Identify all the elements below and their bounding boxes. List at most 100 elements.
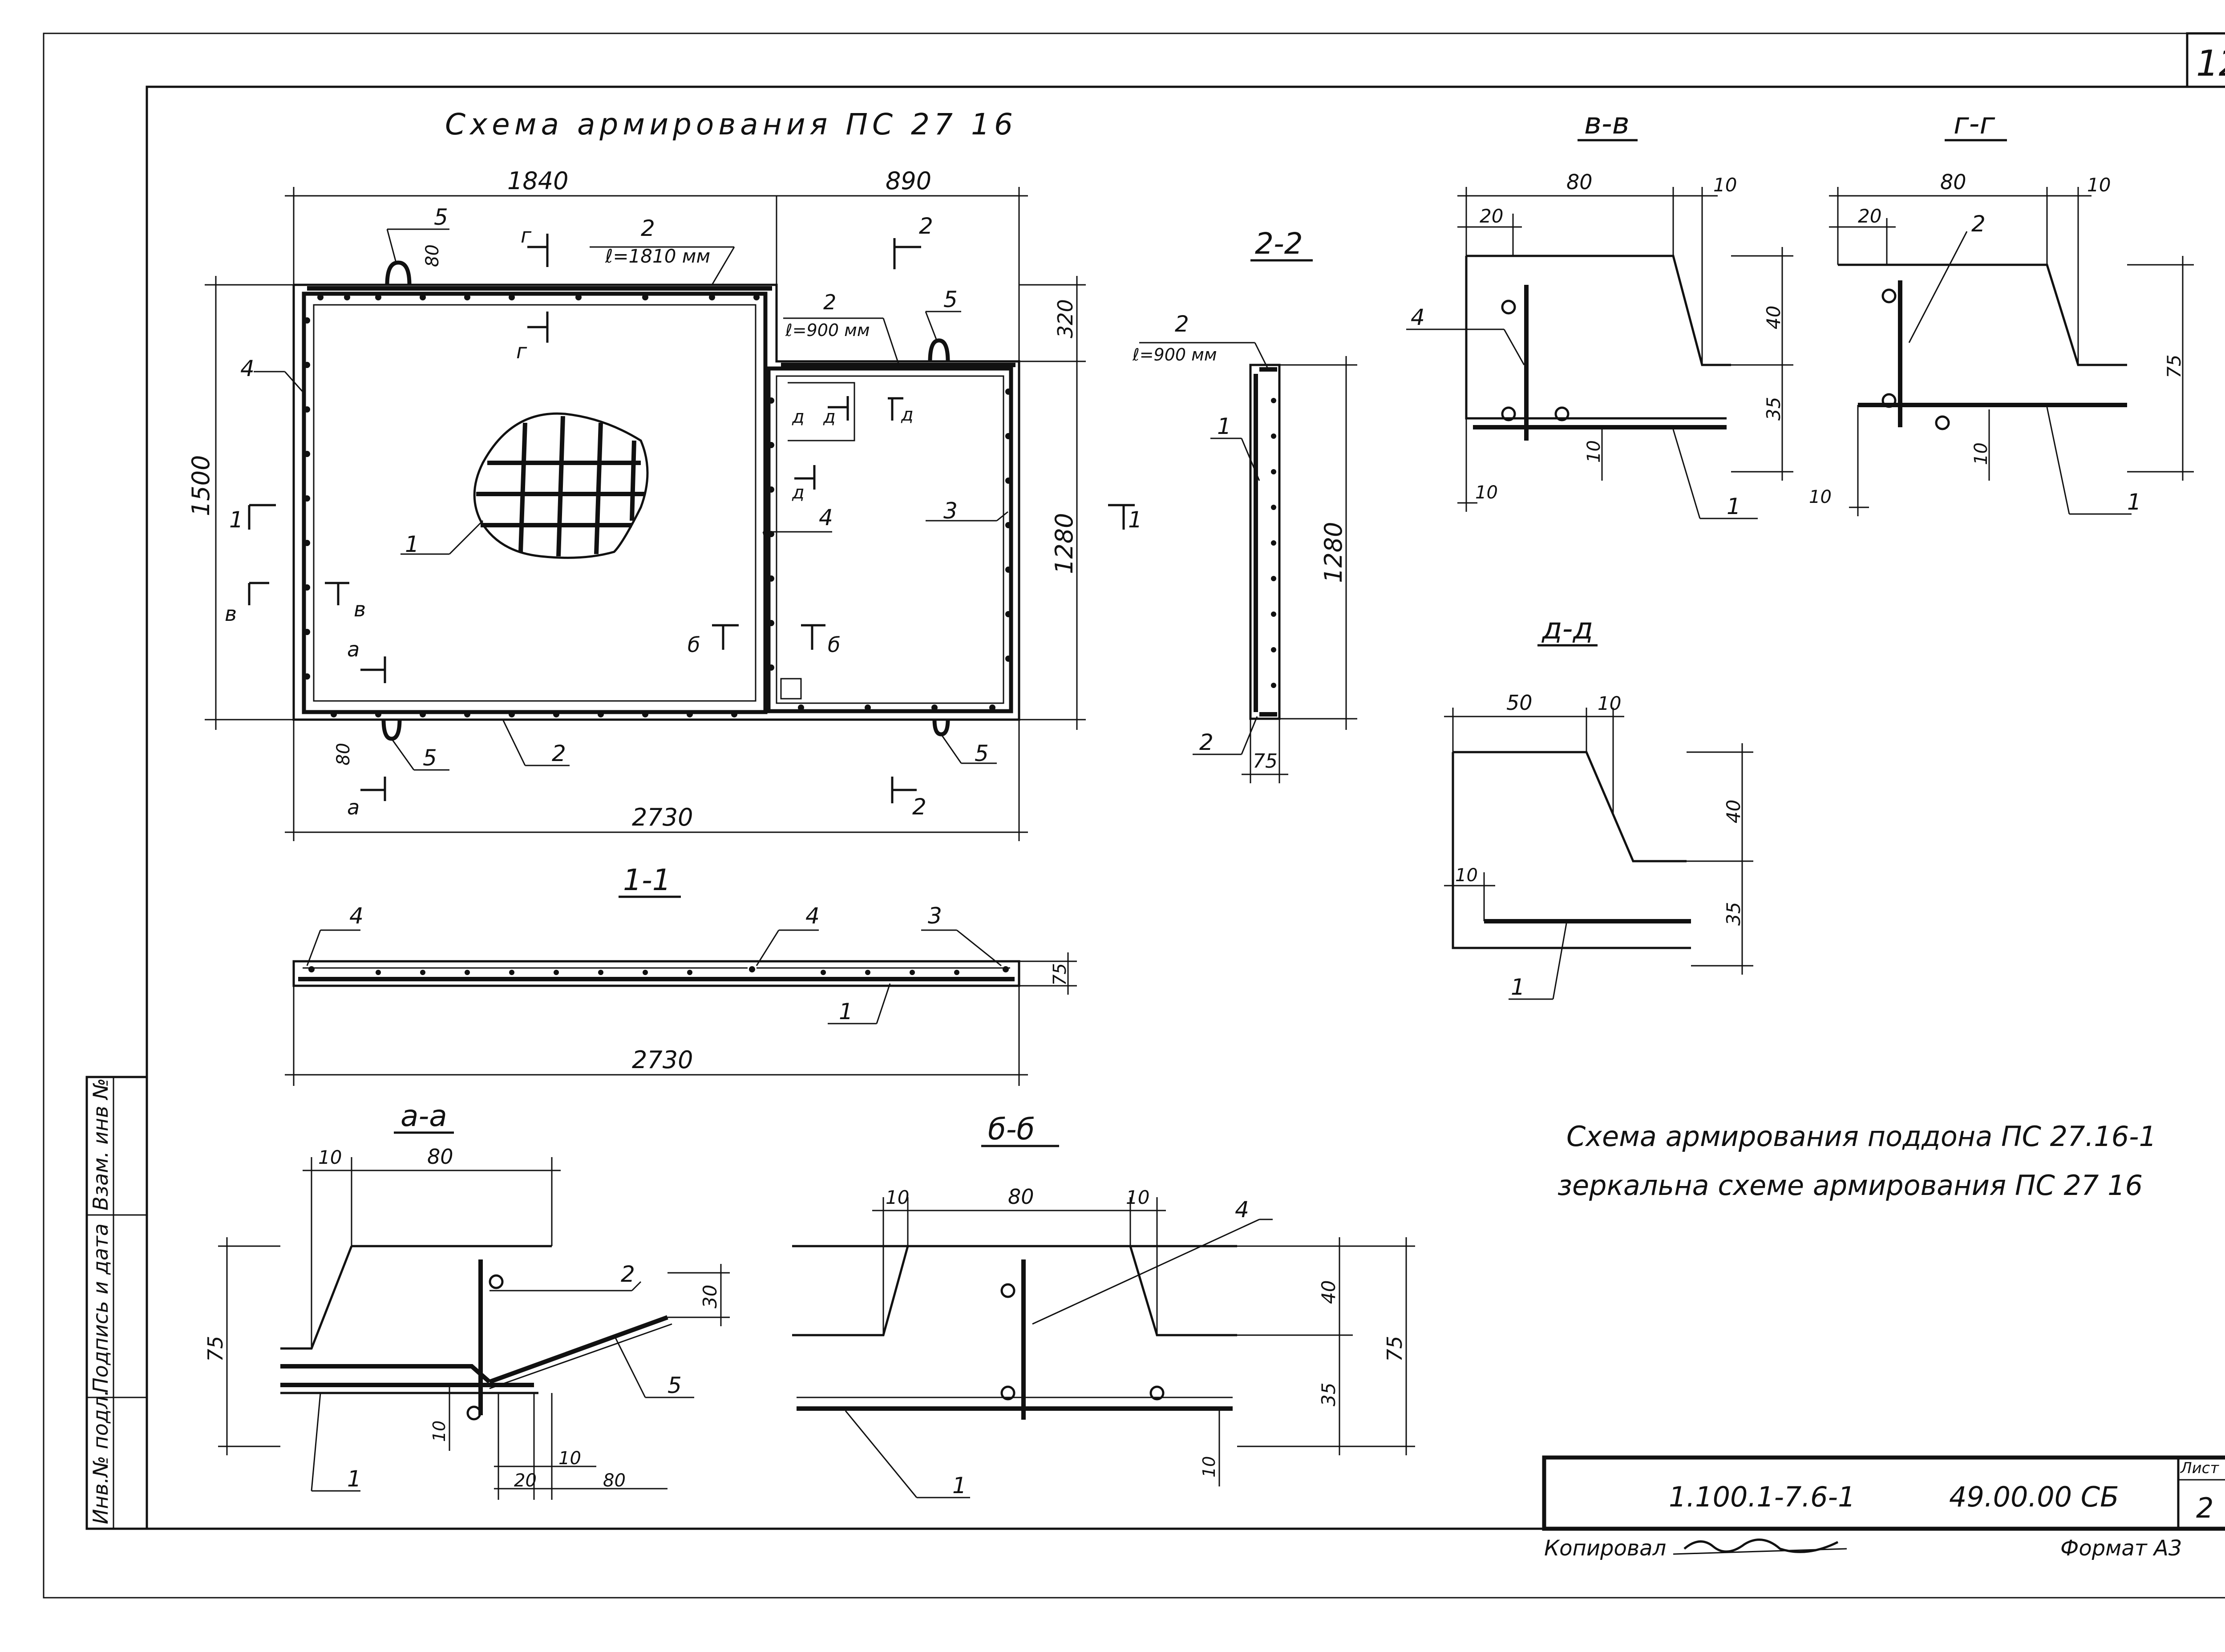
section-v-v-l: 20 [1480, 205, 1503, 227]
section-b-b: б-б 10 80 10 40 35 75 10 4 [792, 1112, 1415, 1498]
section-b-b-w: 80 [1008, 1185, 1034, 1209]
section-1-1-pos3: 3 [928, 903, 942, 929]
cut-d-2: д [823, 407, 836, 427]
stamp-doc-number: 49.00.00 СБ [1949, 1481, 2119, 1513]
plan-view: 1840 890 2730 1500 320 1280 80 80 2 ℓ=18… [187, 167, 1142, 841]
section-a-a-title: а-а [400, 1099, 447, 1133]
section-v-v-h1: 40 [1763, 306, 1784, 329]
section-2-2-height: 1280 [1319, 522, 1347, 583]
pos-5-bottom-right: 5 [975, 741, 989, 766]
section-d-d: д-д 50 10 40 35 10 1 [1444, 611, 1753, 1000]
section-g-g-w: 80 [1940, 170, 1966, 194]
footer-copied-by: Копировал [1544, 1536, 1666, 1561]
section-2-2-width: 75 [1253, 750, 1278, 773]
cut-1-right: 1 [1128, 507, 1142, 533]
pos-5-mid: 5 [943, 287, 958, 312]
label-length-top: ℓ=1810 мм [605, 245, 710, 267]
cut-d-4: д [792, 482, 805, 503]
section-v-v-pos4: 4 [1411, 304, 1425, 330]
cut-g-bottom: г [516, 339, 527, 363]
section-b-b-h1: 40 [1318, 1280, 1339, 1304]
page-number-box [2186, 32, 2225, 88]
cut-d-1: д [792, 407, 805, 427]
plan-outline [292, 283, 1020, 721]
pos-3: 3 [943, 498, 958, 524]
section-g-g-l: 20 [1858, 205, 1881, 227]
section-a-a-d20: 20 [514, 1470, 537, 1491]
section-a-a-h: 75 [203, 1336, 227, 1362]
section-v-v-pos1: 1 [1727, 494, 1741, 519]
section-2-2-bar: 2 [1175, 311, 1189, 337]
pos-5-bottom-left: 5 [423, 745, 437, 771]
section-g-g-title: г-г [1954, 106, 1995, 141]
main-title: Схема армирования ПС 27 16 [445, 107, 1017, 142]
section-g-g-pos1: 1 [2127, 489, 2141, 515]
dim-right-top: 320 [1053, 299, 1077, 338]
cut-v-right: в [354, 597, 366, 621]
label-bar-mid: 2 [823, 290, 836, 314]
side-stamp-col1: Инв.№ подл. [89, 1389, 113, 1524]
label-length-mid: ℓ=900 мм [785, 320, 870, 340]
section-g-g-t: 10 [2087, 174, 2111, 196]
section-1-1-length: 2730 [632, 1046, 693, 1074]
section-2-2-pos2: 2 [1199, 729, 1214, 755]
stamp-sheet-value: 2 [2196, 1492, 2213, 1524]
cut-2-top: 2 [919, 213, 933, 239]
reinforcement-frame-right [766, 366, 1013, 713]
section-1-1-title: 1-1 [623, 863, 671, 897]
section-a-a-d10: 10 [558, 1448, 581, 1469]
section-d-d-h1: 40 [1723, 800, 1744, 823]
section-a-a-h30: 30 [699, 1285, 721, 1308]
section-g-g: г-г 80 10 20 75 10 10 2 1 [1809, 106, 2194, 516]
section-d-d-t: 10 [1598, 692, 1621, 714]
cut-d-3: д [901, 405, 914, 425]
cut-a-bottom: а [347, 795, 360, 819]
section-a-a-t: 10 [318, 1146, 342, 1168]
dim-left: 1500 [187, 455, 215, 516]
section-b-b-pos1: 1 [952, 1473, 967, 1498]
section-1-1-pos4b: 4 [805, 903, 820, 929]
section-2-2-pos1: 1 [1217, 413, 1231, 439]
cut-b-left: б [688, 633, 700, 657]
section-b-b-title: б-б [988, 1112, 1035, 1146]
dim-top-left: 1840 [507, 167, 568, 195]
drawing-frame [146, 85, 2225, 1530]
cut-g-top: г [521, 223, 532, 247]
pos-4-right: 4 [819, 505, 833, 530]
section-a-a-pos1: 1 [347, 1466, 361, 1492]
cut-2-bottom: 2 [912, 794, 926, 820]
section-g-g-h: 75 [2163, 355, 2185, 378]
pos-2-bottom: 2 [552, 741, 566, 766]
signature [1673, 1539, 1847, 1555]
stamp-doc-code: 1.100.1-7.6-1 [1669, 1481, 1855, 1513]
section-v-v: в-в 80 10 20 40 35 10 10 [1406, 106, 1793, 519]
section-g-g-b: 10 [1971, 442, 1991, 465]
reinforcement-frame-left [302, 292, 768, 714]
section-1-1-pos1: 1 [839, 999, 853, 1024]
label-bar-top: 2 [641, 215, 655, 241]
section-a-a-d80: 80 [603, 1470, 626, 1491]
section-d-d-w: 50 [1506, 691, 1533, 715]
pos-4-left: 4 [240, 356, 255, 381]
section-v-v-t: 10 [1713, 174, 1737, 196]
footer-format: Формат А3 [2060, 1536, 2182, 1561]
section-2-2: 2-2 2 ℓ=900 мм 1280 75 1 2 [1132, 227, 1357, 783]
section-v-v-h2: 35 [1763, 397, 1784, 421]
section-g-g-bl: 10 [1809, 487, 1832, 507]
side-stamp-col2: Подпись и дата [89, 1223, 113, 1393]
section-1-1: 1-1 2730 75 4 4 3 1 [285, 863, 1077, 1086]
cut-a-top: а [347, 637, 360, 661]
section-a-a-pos5: 5 [668, 1373, 682, 1398]
note-line-2: зеркальна схеме армирования ПС 27 16 [1558, 1169, 2143, 1202]
section-d-d-pos1: 1 [1511, 974, 1525, 1000]
stamp-sheet-label: Лист [2180, 1459, 2219, 1477]
section-b-b-h2: 35 [1318, 1383, 1339, 1406]
title-block: 1.100.1-7.6-1 49.00.00 СБ Лист 2 [1542, 1455, 2225, 1531]
section-b-b-t1: 10 [886, 1186, 909, 1208]
section-a-a-b: 10 [429, 1421, 449, 1442]
section-2-2-length: ℓ=900 мм [1132, 345, 1217, 364]
side-stamp: Инв.№ подл. Подпись и дата Взам. инв № [85, 1076, 148, 1530]
dim-top-right: 890 [886, 167, 931, 195]
cut-b-right: б [828, 633, 840, 657]
